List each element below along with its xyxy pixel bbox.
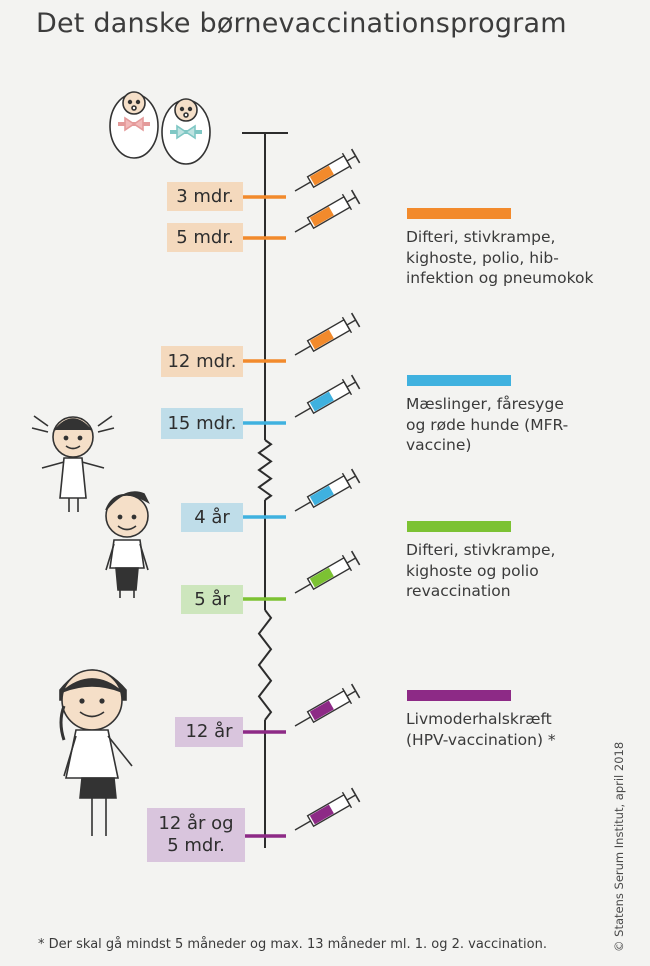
legend-color-bar — [407, 375, 511, 386]
age-label: 12 år — [175, 717, 243, 747]
syringe-icon — [294, 312, 361, 356]
footnote: * Der skal gå mindst 5 måneder og max. 1… — [38, 937, 547, 952]
babies-illustration — [109, 91, 211, 165]
syringe-icon — [294, 550, 361, 594]
legend-text: Mæslinger, fåresyge og røde hunde (MFR- … — [406, 395, 569, 455]
legend-item: Difteri, stivkrampe, kighoste og polio r… — [406, 521, 626, 602]
legend-item: Livmoderhalskræft (HPV-vaccination) * — [406, 690, 626, 750]
syringe-icon — [294, 148, 361, 192]
legend-color-bar — [407, 208, 511, 219]
age-label: 12 mdr. — [161, 346, 243, 377]
syringe-icon — [294, 468, 361, 512]
age-label: 4 år — [181, 503, 243, 532]
legend-color-bar — [407, 521, 511, 532]
age-label: 5 år — [181, 585, 243, 614]
age-label: 3 mdr. — [167, 182, 243, 211]
toddler-girl-illustration — [31, 415, 115, 512]
age-label: 5 mdr. — [167, 223, 243, 252]
age-label: 15 mdr. — [161, 408, 243, 439]
legend-text: Livmoderhalskræft (HPV-vaccination) * — [406, 710, 556, 749]
legend-text: Difteri, stivkrampe, kighoste, polio, hi… — [406, 228, 594, 288]
legend-item: Difteri, stivkrampe, kighoste, polio, hi… — [406, 208, 626, 289]
legend-color-bar — [407, 690, 511, 701]
legend-text: Difteri, stivkrampe, kighoste og polio r… — [406, 541, 556, 601]
legend-item: Mæslinger, fåresyge og røde hunde (MFR- … — [406, 375, 626, 456]
timeline-ticks — [243, 195, 286, 838]
syringe-icon — [294, 787, 361, 831]
girl-illustration — [59, 669, 133, 836]
syringe-icon — [294, 189, 361, 233]
syringes — [294, 148, 361, 831]
page-title: Det danske børnevaccinationsprogram — [36, 8, 567, 39]
age-label: 12 år og 5 mdr. — [147, 808, 245, 862]
timeline-segment — [257, 609, 273, 721]
timeline-segment — [257, 439, 273, 501]
timeline-axis — [242, 132, 288, 848]
credit-text: © Statens Serum Institut, april 2018 — [612, 741, 626, 952]
boy-illustration — [105, 491, 150, 598]
syringe-icon — [294, 683, 361, 727]
syringe-icon — [294, 374, 361, 418]
